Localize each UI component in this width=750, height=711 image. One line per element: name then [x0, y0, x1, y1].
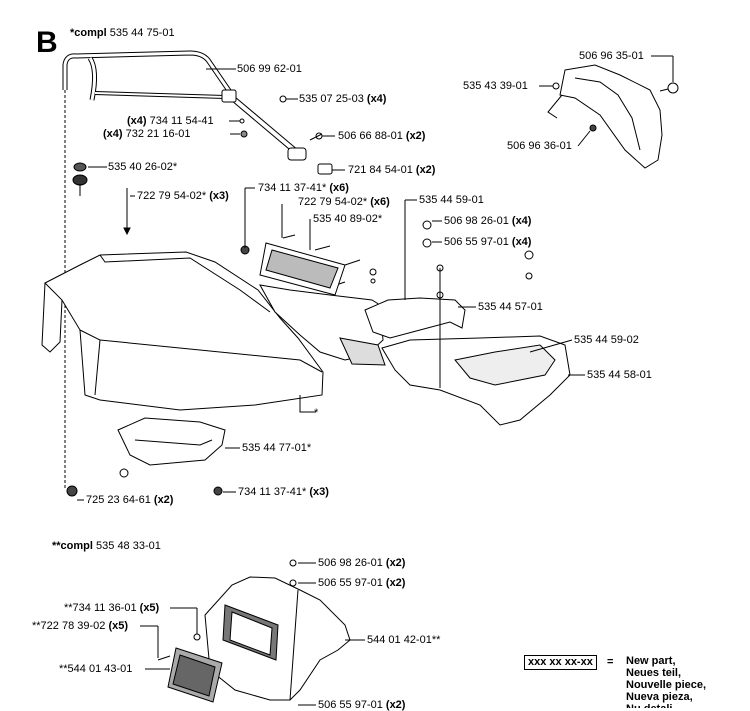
part-label: 506 55 97-01 (x2) — [318, 577, 406, 589]
part-label: 535 44 59-02 — [574, 334, 639, 346]
part-label: 506 96 36-01 — [507, 140, 572, 152]
part-label: 734 11 37-41* (x6) — [258, 182, 349, 194]
part-label: 535 44 57-01 — [478, 301, 543, 313]
side-shield-drawing — [547, 64, 663, 169]
part-label: 544 01 42-01** — [367, 634, 441, 646]
part-label: 535 44 58-01 — [587, 369, 652, 381]
part-label: 535 43 39-01 — [463, 80, 528, 92]
part-label: 535 07 25-03 (x4) — [299, 93, 387, 105]
part-label: **544 01 43-01 — [59, 663, 133, 675]
part-label: (x4) 734 11 54-41 — [127, 115, 214, 127]
compl-label: *compl 535 44 75-01 — [70, 27, 175, 39]
grille-plate-drawing — [259, 242, 346, 296]
part-label: 722 79 54-02* (x6) — [298, 196, 390, 208]
legend-line: New part, — [626, 655, 676, 667]
legend-line: Nu detalj — [626, 704, 672, 708]
part-label: (x4) 732 21 16-01 — [103, 128, 191, 140]
part-label: 506 98 26-01 (x4) — [444, 215, 532, 227]
compl2-label: **compl 535 48 33-01 — [52, 540, 161, 552]
section-letter: B — [36, 26, 58, 59]
center-shroud-drawing — [259, 200, 571, 426]
leader-lines — [77, 55, 674, 706]
part-label: 721 84 54-01 (x2) — [348, 164, 436, 176]
main-cover-drawing — [41, 251, 324, 413]
air-box-drawing — [157, 559, 351, 703]
part-label: 725 23 64-61 (x2) — [86, 494, 174, 506]
part-label: **722 78 39-02 (x5) — [32, 620, 129, 632]
part-label: 535 44 59-01 — [419, 194, 484, 206]
legend-box: xxx xx xx-xx — [524, 655, 597, 670]
legend-line: Nueva pieza, — [626, 691, 693, 703]
part-label: 535 40 89-02* — [313, 213, 383, 225]
part-label: 535 40 26-02* — [108, 161, 178, 173]
part-label: 506 96 35-01 — [579, 50, 644, 62]
part-label: * — [314, 407, 319, 419]
tray-drawing — [117, 417, 226, 466]
legend-line: Neues teil, — [626, 667, 682, 679]
part-label: 506 99 62-01 — [237, 63, 302, 75]
legend-eq: = — [607, 656, 614, 668]
legend-line: Nouvelle piece, — [626, 679, 707, 691]
part-label: 506 55 97-01 (x4) — [444, 236, 532, 248]
part-label: 506 66 88-01 (x2) — [338, 130, 426, 142]
part-label: **734 11 36-01 (x5) — [64, 602, 160, 614]
part-label: 506 55 97-01 (x2) — [318, 699, 406, 711]
part-label: 722 79 54-02* (x3) — [137, 190, 229, 202]
part-label: 535 44 77-01* — [242, 442, 312, 454]
part-label: 506 98 26-01 (x2) — [318, 557, 406, 569]
part-label: 734 11 37-41* (x3) — [238, 486, 329, 498]
handle-bar-drawing — [62, 50, 307, 490]
